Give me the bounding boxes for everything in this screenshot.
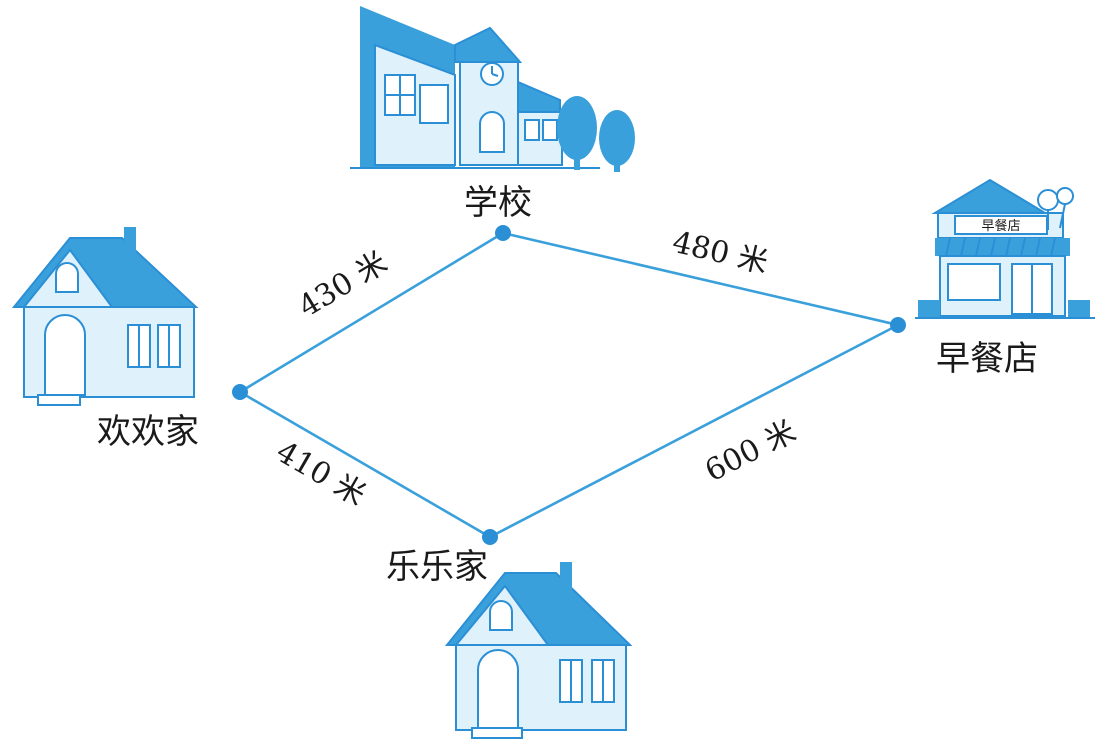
label-lele: 乐乐家 — [386, 547, 488, 587]
label-breakfast: 早餐店 — [936, 339, 1038, 379]
node-lele — [482, 529, 498, 545]
huanhuan-house-illustration — [11, 227, 199, 406]
edge-lele-breakfast — [489, 323, 899, 539]
shop-sign-text: 早餐店 — [981, 218, 1020, 234]
distance-school-breakfast: 480 米 — [669, 225, 771, 281]
distance-huanhuan-school: 430 米 — [293, 245, 394, 325]
label-school: 学校 — [464, 183, 532, 223]
label-huanhuan: 欢欢家 — [97, 412, 199, 452]
edge-huanhuan-school — [239, 231, 504, 394]
node-huanhuan — [232, 384, 248, 400]
node-breakfast — [890, 317, 906, 333]
lele-house-illustration — [444, 562, 633, 739]
edge-huanhuan-lele — [239, 390, 491, 539]
distance-lele-breakfast: 600 米 — [700, 414, 802, 489]
distance-huanhuan-lele: 410 米 — [270, 434, 371, 513]
school-building-illustration — [350, 6, 635, 172]
breakfast-shop-illustration: 早餐店 — [915, 178, 1095, 319]
edge-school-breakfast — [502, 231, 899, 327]
node-school — [495, 225, 511, 241]
